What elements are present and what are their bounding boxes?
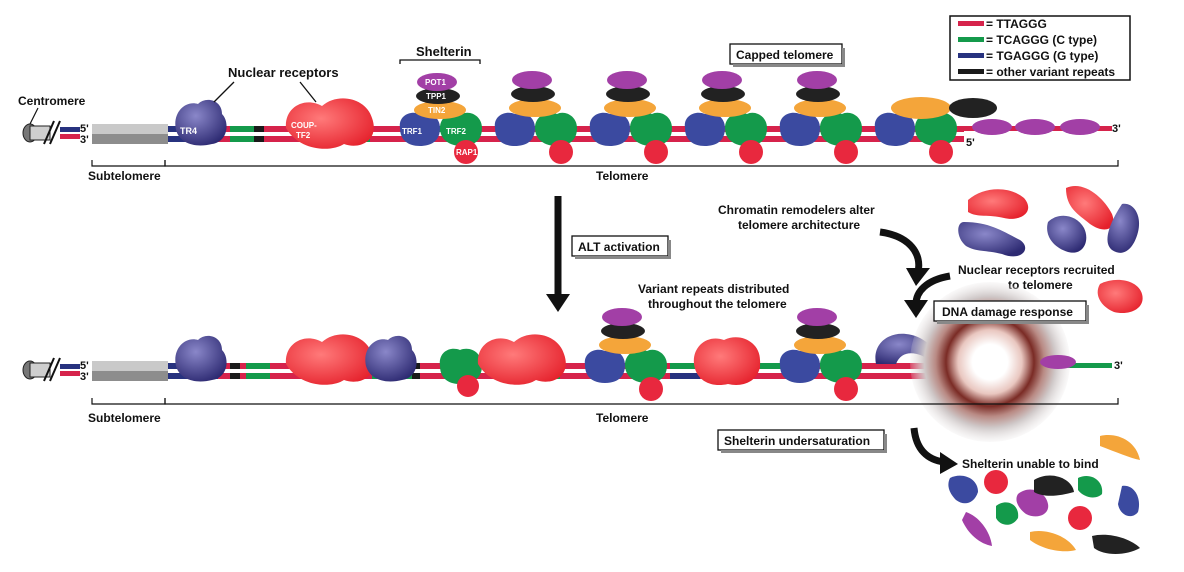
unable-to-bind-label: Shelterin unable to bind (962, 457, 1099, 471)
remodel-label-2: telomere architecture (738, 218, 860, 232)
recruit-label-2: to telomere (1008, 278, 1073, 292)
trf1-label: TRF1 (402, 127, 423, 136)
remodel-arrow-icon (906, 268, 930, 286)
tpp1-label: TPP1 (426, 92, 447, 101)
floating-nuclear-receptors (958, 186, 1143, 314)
shelterin-complexes-top (494, 71, 1100, 164)
bottom-3prime-right-label: 3' (1114, 360, 1123, 372)
tr4-label: TR4 (180, 126, 197, 136)
coup-tf2-protein (285, 98, 374, 149)
unable-arrow-icon (940, 452, 958, 474)
legend-swatch-g-type (958, 53, 984, 58)
legend-swatch-other (958, 69, 984, 74)
legend-swatch-c-type (958, 37, 984, 42)
dna-damage-label: DNA damage response (942, 305, 1073, 319)
top-5prime-label: 5' (80, 123, 89, 135)
shelterin-complex-labeled: POT1 TPP1 TIN2 TRF1 TRF2 RAP1 (399, 73, 482, 164)
trf2-label: TRF2 (446, 127, 467, 136)
tr4-protein (175, 99, 227, 146)
bottom-3prime-label: 3' (80, 371, 89, 383)
legend-label-ttaggg: = TTAGGG (986, 17, 1047, 31)
coup-label-1: COUP- (291, 121, 317, 130)
bottom-chromosome: 5' 3' 3' 5' (22, 282, 1123, 474)
top-subtelomere-label: Subtelomere (88, 169, 161, 183)
capped-telomere-label: Capped telomere (736, 48, 834, 62)
rap1-label: RAP1 (456, 148, 478, 157)
bottom-telomere-label: Telomere (596, 411, 649, 425)
top-3prime-label: 3' (80, 134, 89, 146)
undersaturation-label: Shelterin undersaturation (724, 434, 870, 448)
transition-section: ALT activation Chromatin remodelers alte… (546, 186, 1143, 318)
recruit-label-1: Nuclear receptors recruited (958, 263, 1115, 277)
legend-label-other: = other variant repeats (986, 65, 1115, 79)
bottom-subtelomere-label: Subtelomere (88, 411, 161, 425)
top-3prime-right-label: 3' (1112, 123, 1121, 135)
pot1-label: POT1 (425, 78, 446, 87)
coup-label-2: TF2 (296, 131, 311, 140)
nuclear-receptors-label: Nuclear receptors (228, 65, 339, 80)
shelterin-undersaturation-callout: Shelterin undersaturation (717, 429, 887, 453)
bottom-5prime-label: 5' (80, 360, 89, 372)
top-5prime-right-label: 5' (966, 137, 975, 149)
legend-box: = TTAGGG = TCAGGG (C type) = TGAGGG (G t… (949, 15, 1131, 81)
shelterin-label: Shelterin (416, 44, 472, 59)
variant-label-1: Variant repeats distributed (638, 282, 789, 296)
top-chromosome: 5' 3' 5' 3' TR4 COUP- TF2 POT1 (18, 43, 1121, 183)
remodel-label-1: Chromatin remodelers alter (718, 203, 875, 217)
alt-activation-callout: ALT activation (571, 235, 671, 259)
variant-label-2: throughout the telomere (648, 297, 787, 311)
top-telomere-label: Telomere (596, 169, 649, 183)
legend-label-c-type: = TCAGGG (C type) (986, 33, 1097, 47)
capped-telomere-callout: Capped telomere (729, 43, 845, 67)
recruit-arrow-icon (904, 300, 928, 318)
dna-damage-callout: DNA damage response (933, 300, 1089, 324)
free-shelterin-proteins (948, 435, 1140, 554)
alt-activation-label: ALT activation (578, 240, 660, 254)
centromere-label: Centromere (18, 94, 86, 108)
tin2-label: TIN2 (428, 106, 446, 115)
legend-swatch-ttaggg (958, 21, 984, 26)
legend-label-g-type: = TGAGGG (G type) (986, 49, 1098, 63)
